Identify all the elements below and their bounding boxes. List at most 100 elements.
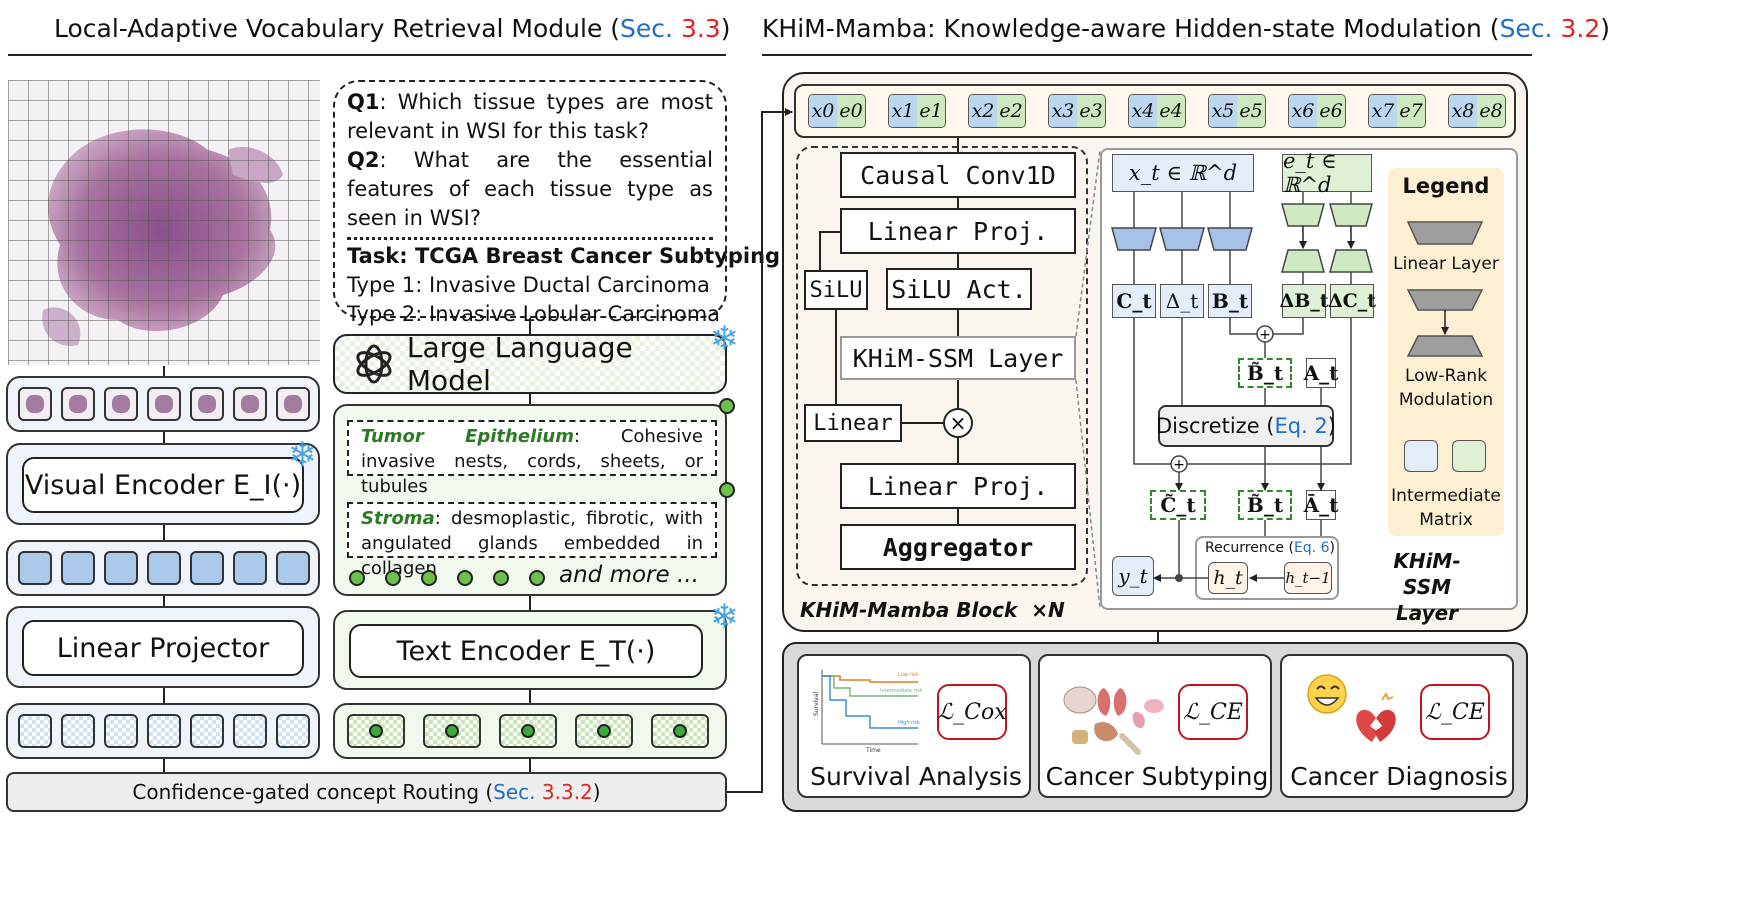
feature-tile (233, 551, 267, 585)
concept-dot (457, 570, 473, 586)
task-label: Cancer Diagnosis (1290, 762, 1508, 791)
linear-projector-label: Linear Projector (56, 632, 270, 664)
routing-text: Confidence-gated concept Routing ( (132, 780, 494, 804)
x-input-label: x_t ∈ ℝ^d (1128, 161, 1238, 185)
loss-box: ℒ_CE (1420, 684, 1490, 740)
patch-tile (190, 387, 224, 421)
discretize-block: Discretize (Eq. 2) (1156, 405, 1336, 447)
token-e: e7 (1397, 95, 1425, 127)
loss-label: ℒ_Cox (937, 699, 1007, 725)
aggregator-block: Aggregator (840, 524, 1076, 570)
svg-text:+: + (1259, 327, 1271, 343)
b-tilde-label: B̃_t (1246, 361, 1284, 385)
projected-tile (190, 714, 224, 748)
silu-label: SiLU (809, 277, 863, 303)
visual-encoder-box: Visual Encoder E_I(·) (22, 457, 304, 513)
text-feature-tile (423, 714, 481, 748)
concept-dot (385, 570, 401, 586)
low-risk-label: Low risk (898, 672, 918, 678)
visual-encoder-label: Visual Encoder E_I(·) (24, 469, 302, 501)
patch-tile (61, 387, 95, 421)
token-x: x8 (1449, 95, 1477, 127)
openai-logo-icon (356, 344, 392, 384)
left-title-sec: Sec. (620, 14, 673, 43)
projected-tile (147, 714, 181, 748)
feature-tile (18, 551, 52, 585)
h-prev-state: h_t−1 (1284, 562, 1332, 594)
token-e: e1 (917, 95, 945, 127)
a-matrix: A_t (1304, 358, 1338, 388)
legend-intermediate: Intermediate Matrix (1391, 486, 1501, 530)
token-x: x5 (1209, 95, 1237, 127)
plus-node: + (1256, 325, 1274, 343)
token-e: e5 (1237, 95, 1265, 127)
multiply-node: × (943, 408, 973, 438)
q1-text: : Which tissue types are most relevant i… (347, 90, 713, 143)
low-rank-down-b (1281, 203, 1325, 227)
recurrence-caption: Recurrence (Eq. 6) (1205, 540, 1335, 556)
concept-desc: : Cohesive invasive nests, cords, sheets… (361, 426, 703, 497)
svg-text:×: × (950, 411, 967, 435)
token-x: x3 (1049, 95, 1077, 127)
token-e: e3 (1077, 95, 1105, 127)
token-x: x4 (1129, 95, 1157, 127)
b-tilde-bar-label: B̃_t (1246, 493, 1284, 517)
mamba-block-repeat: ×N (1031, 598, 1065, 622)
linear-layer-b (1207, 227, 1253, 251)
concept-name: Stroma (361, 508, 435, 529)
right-title-rule (762, 54, 1532, 56)
silu-block: SiLU (804, 270, 868, 310)
legend-green-swatch (1452, 440, 1486, 472)
token-x: x6 (1289, 95, 1317, 127)
frozen-icon: ❄ (710, 319, 739, 359)
recurrence-eq-ref: Eq. 6 (1293, 540, 1330, 556)
type1-line: Type 1: Invasive Ductal Carcinoma (347, 273, 710, 297)
survival-curve-plot: Low risk Intermediate risk High risk Tim… (810, 664, 923, 754)
feature-tile (147, 551, 181, 585)
text-feature-tile (575, 714, 633, 748)
low-risk-curve (822, 675, 918, 683)
projected-tile (104, 714, 138, 748)
causal-conv-label: Causal Conv1D (860, 160, 1056, 190)
legend-blue-swatch (1404, 440, 1438, 472)
legend-low-rank: Low-Rank Modulation (1398, 366, 1494, 410)
frozen-icon: ❄ (288, 435, 317, 475)
concept-desc: : desmoplastic, fibrotic, with angulated… (361, 508, 703, 579)
token-x: x7 (1369, 95, 1397, 127)
km-xlabel: Time (865, 747, 881, 754)
routing-bar: Confidence-gated concept Routing (Sec. 3… (6, 772, 727, 812)
e-input: e_t ∈ ℝ^d (1282, 149, 1372, 197)
patch-tile (233, 387, 267, 421)
text-encoder-panel: Text Encoder E_T(·) (333, 610, 727, 690)
km-ylabel: Survival (813, 691, 820, 716)
delta-b-matrix: ΔB_t (1279, 284, 1329, 318)
e-input-label: e_t ∈ ℝ^d (1283, 149, 1337, 197)
linear-proj-top-label: Linear Proj. (867, 216, 1049, 246)
broken-heart-icon (1356, 691, 1396, 742)
frozen-icon: ❄ (710, 597, 739, 637)
concept-card: Stroma: desmoplastic, fibrotic, with ang… (347, 502, 717, 579)
legend-low-rank-down-icon (1406, 289, 1484, 311)
concept-panel: Tumor Epithelium: Cohesive invasive nest… (333, 398, 735, 596)
causal-conv-block: Causal Conv1D (840, 152, 1076, 198)
linear-block: Linear (804, 404, 902, 442)
h-label: h_t (1213, 567, 1243, 589)
q1-label: Q1 (347, 90, 380, 114)
high-risk-label: High risk (898, 720, 920, 726)
intermediate-risk-curve (822, 675, 918, 697)
y-label: y_t (1118, 564, 1148, 588)
ssm-layer-label: KHiM-SSM Layer (852, 343, 1064, 373)
linear-proj-bottom-block: Linear Proj. (840, 463, 1076, 509)
h-prev-label: h_t−1 (1285, 569, 1331, 587)
question-2: Q2: What are the essential features of e… (347, 146, 713, 233)
c-matrix: C_t (1112, 284, 1156, 318)
delta-c-label: ΔC_t (1327, 290, 1377, 312)
task-label: Survival Analysis (810, 762, 1022, 791)
mamba-block-frame (796, 146, 1088, 586)
b-tilde-bar-matrix: B̃_t (1238, 490, 1292, 520)
